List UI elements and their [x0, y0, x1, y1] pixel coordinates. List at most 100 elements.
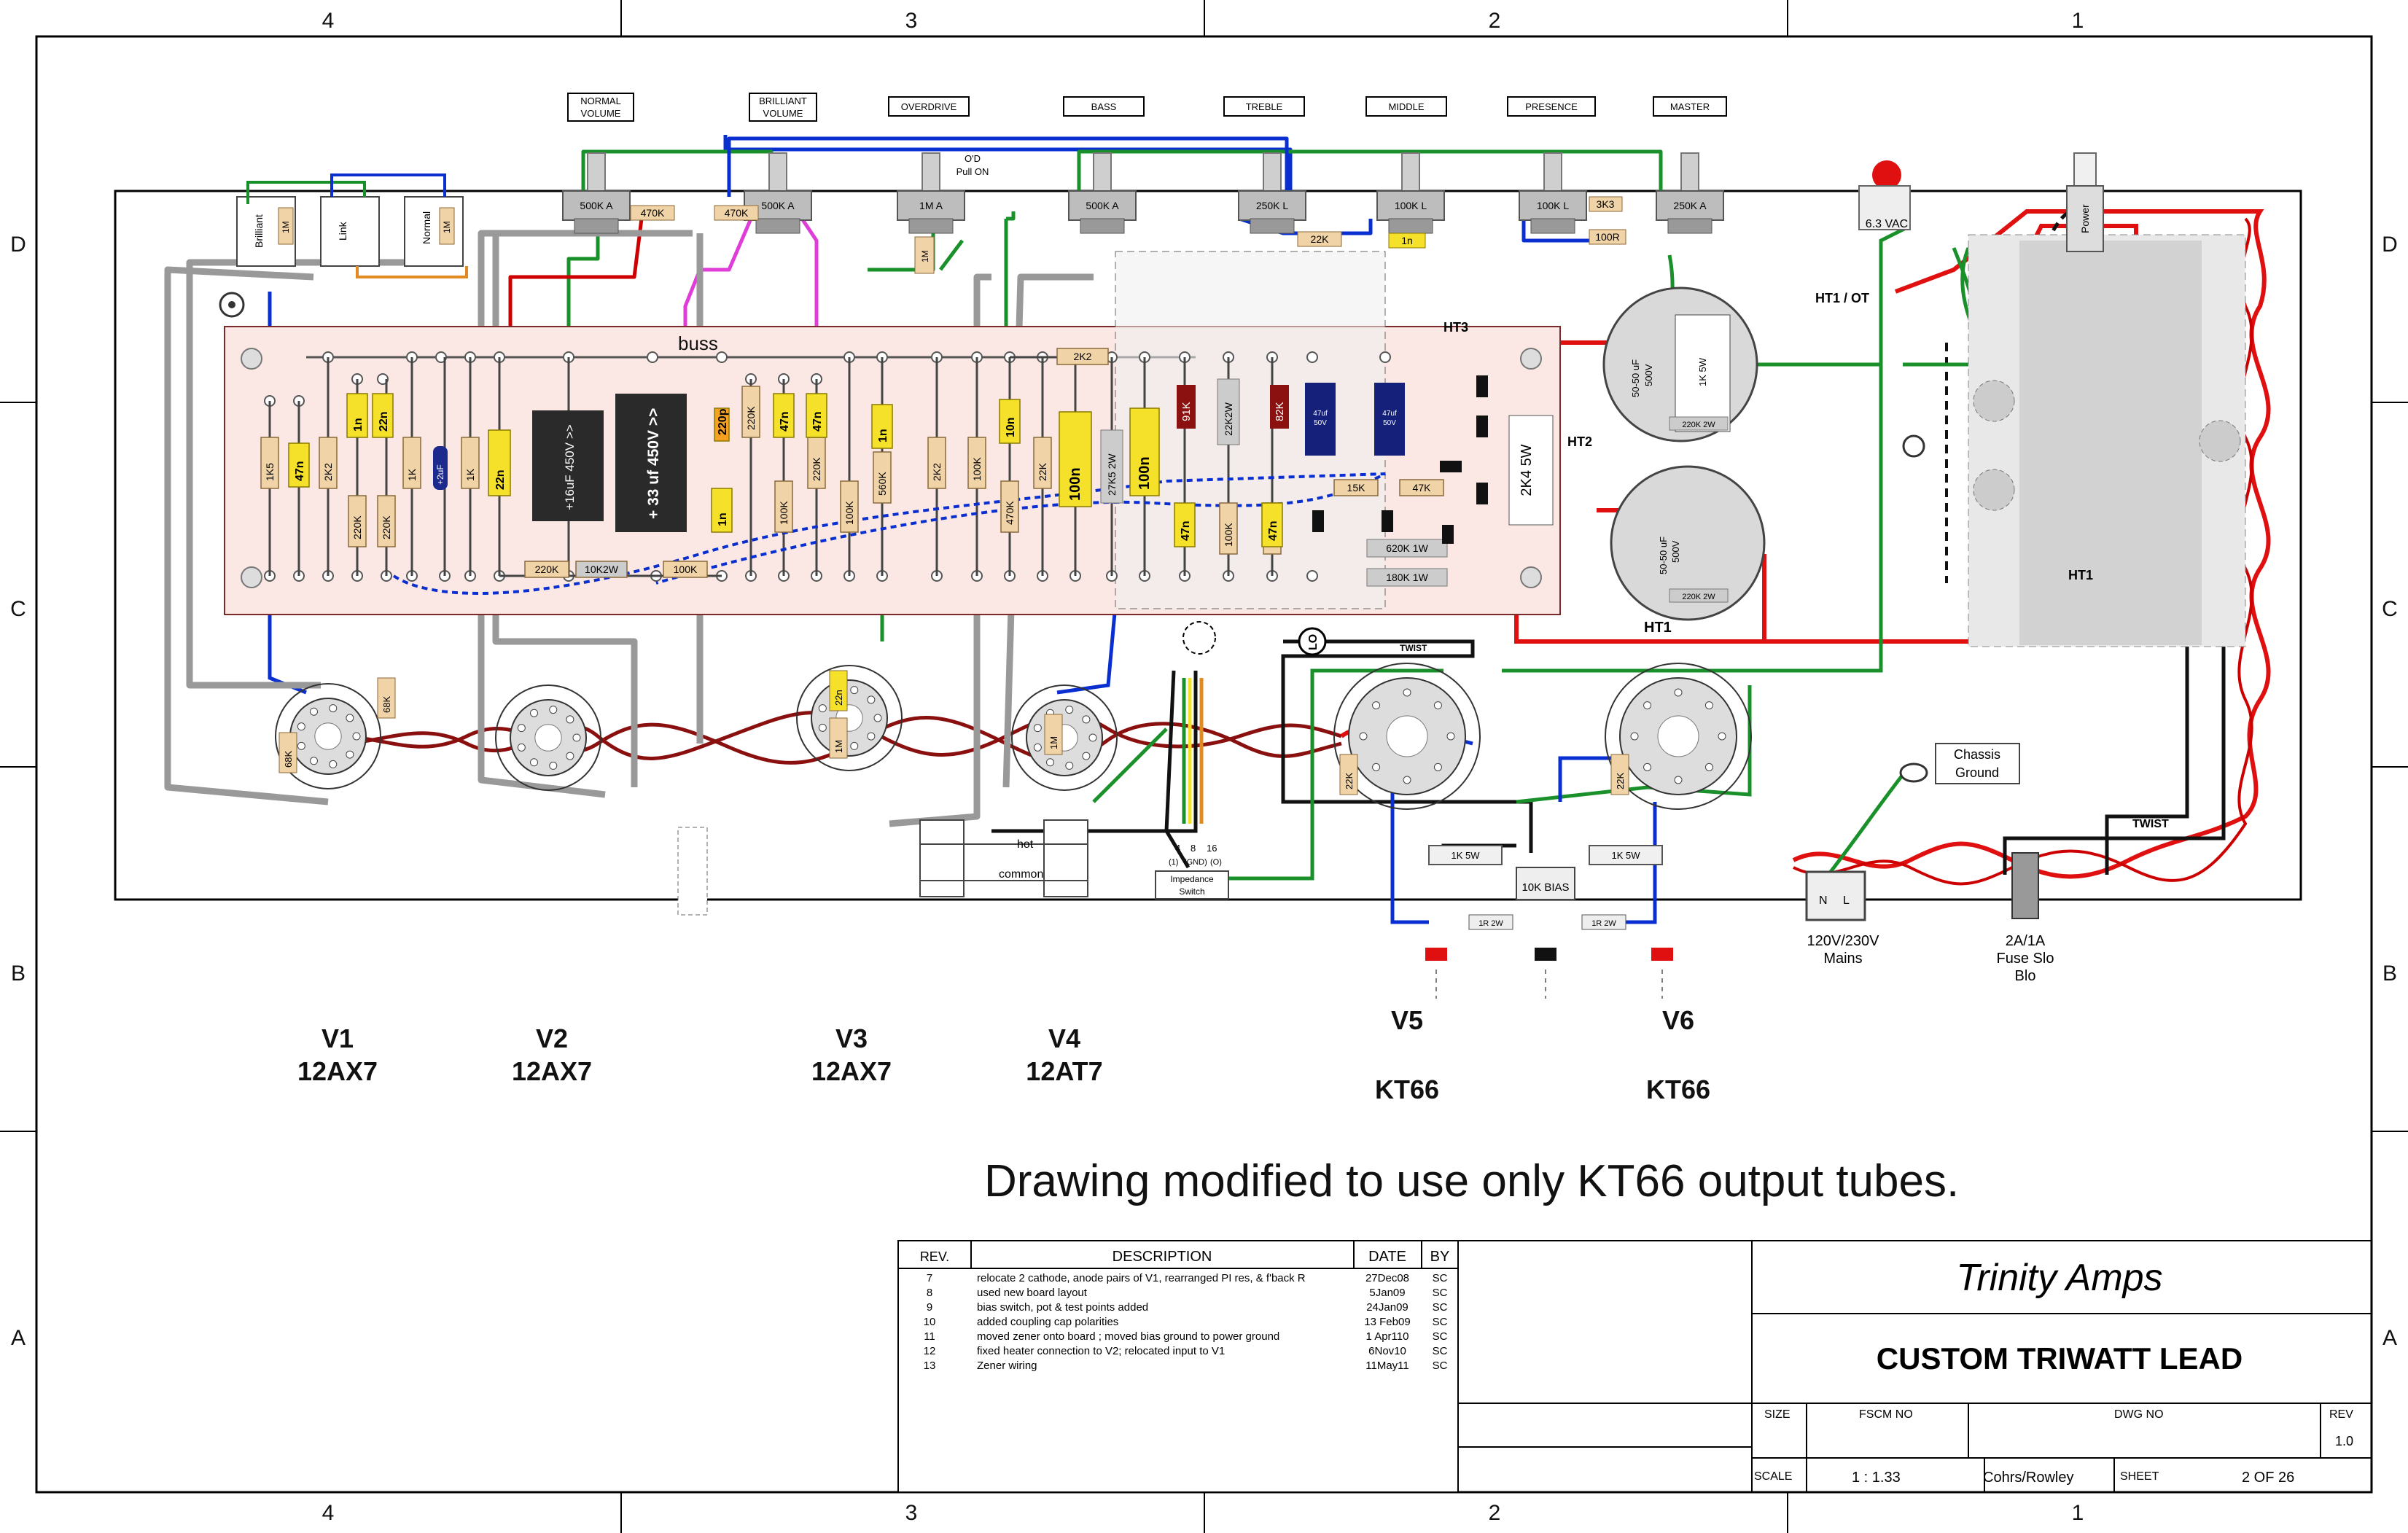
resistor-label-11: 100K: [971, 457, 983, 481]
revision-table: REV. DESCRIPTION DATE BY: [897, 1240, 1459, 1493]
cap-0: [288, 442, 310, 488]
can-cap-1-res: 1K 5W: [1697, 357, 1708, 386]
elcap-47uf-1: [1305, 383, 1336, 456]
h-resistor-label-3: 2K2: [1074, 351, 1092, 362]
control-label-box-normal-volume: [567, 93, 634, 122]
mains-twist-cable: [1792, 209, 2271, 879]
od-note-line2: Pull ON: [956, 166, 989, 177]
control-label-box-presence: [1507, 96, 1596, 117]
pot-res-3k3: 3K3: [1597, 198, 1615, 210]
can-cap-2-bleeder: 220K 2W: [1682, 593, 1715, 601]
tube-v1-type: 12AX7: [297, 1056, 378, 1086]
pot-value-5: 100K L: [1395, 200, 1427, 211]
scale-value: 1 : 1.33: [1852, 1470, 1901, 1486]
resistor-180k: [1366, 568, 1448, 587]
pot-res-1m-od: 1M: [920, 250, 930, 262]
pot-3: 500K A: [1068, 152, 1137, 234]
ht3-label: HT3: [1443, 320, 1468, 335]
ohm-sub-o: (O): [1210, 858, 1222, 867]
output-hot-label: hot: [1017, 838, 1034, 851]
jack-label-link: Link: [337, 221, 348, 241]
h-resistor-label-0: 220K: [535, 563, 559, 575]
tube-part-label-6: 22K: [1615, 773, 1626, 789]
rev-row-by-3: SC: [1433, 1316, 1448, 1328]
resistor-27k5-label: 27K5 2W: [1106, 453, 1118, 496]
rev-label: REV: [2329, 1408, 2353, 1421]
cap-label-1: 1n: [352, 418, 365, 432]
control-label-box-treble: [1223, 96, 1305, 117]
zone-col-top-2: 2: [1489, 9, 1501, 33]
zone-col-bottom-2: 2: [1489, 1501, 1501, 1525]
zone-col-bottom-1: 1: [2072, 1501, 2084, 1525]
h-resistor-5: [1399, 479, 1444, 496]
filter-cap-16uf-label: +16uF 450V >>: [563, 424, 577, 510]
feedback-dashed-wire: [392, 472, 1386, 595]
tube-v4-name: V4: [1048, 1023, 1080, 1053]
cap-12: [1261, 502, 1283, 547]
logo-trinity-amps: Trinity Amps: [1956, 1257, 2162, 1299]
can-cap-2: [1610, 465, 1766, 621]
resistor-label-13: 22K: [1037, 462, 1048, 481]
rev-row-num-6: 13: [924, 1360, 936, 1372]
dwg-label: DWG NO: [2114, 1408, 2164, 1421]
tube-v5-name: V5: [1391, 1005, 1423, 1035]
ohm-sub-1: (1): [1169, 858, 1178, 867]
ht1-label: HT1: [1644, 620, 1672, 636]
sheet-value: 2 OF 26: [2242, 1470, 2294, 1486]
cap-label-9: 100n: [1067, 467, 1083, 501]
control-label-normal-volume: NORMAL: [580, 95, 621, 106]
resistor-620k: [1366, 539, 1448, 558]
mains-label: 120V/230V: [1807, 933, 1880, 949]
pot-res-22k: 22K: [1311, 233, 1330, 245]
rev-row-date-2: 24Jan09: [1366, 1301, 1408, 1314]
rev-row-by-4: SC: [1433, 1330, 1448, 1343]
size-label: SIZE: [1764, 1408, 1791, 1421]
rev-row-desc-5: fixed heater connection to V2; relocated…: [977, 1345, 1225, 1357]
pot-value-1: 500K A: [761, 200, 795, 211]
pot-1: 500K A: [744, 152, 812, 234]
control-label-treble: TREBLE: [1246, 101, 1283, 112]
cap-label-5: 47n: [779, 411, 791, 432]
tube-v4-type: 12AT7: [1026, 1056, 1102, 1086]
filter-cap-33uf: [615, 394, 687, 532]
elcap-1-label: 47uf: [1313, 410, 1328, 418]
rev-row-by-6: SC: [1433, 1360, 1448, 1372]
can-cap-1-label: 50-50 uF: [1630, 359, 1641, 397]
cap-2: [372, 393, 394, 438]
fscm-label: FSCM NO: [1859, 1408, 1913, 1421]
tantalum-label: +2uF: [435, 464, 445, 485]
pot-cap-1n: 1n: [1401, 235, 1413, 246]
zone-col-top-1: 1: [2072, 9, 2084, 33]
resistor-label-2: 220K: [351, 515, 363, 539]
rev-row-desc-1: used new board layout: [977, 1287, 1088, 1299]
resistor-2k4-label: 2K4 5W: [1519, 444, 1535, 496]
can-cap-1-bleeder: 220K 2W: [1682, 421, 1715, 429]
control-label-brilliant-volume: BRILLIANT: [759, 95, 807, 106]
can-cap-2-label: 50-50 uF: [1658, 537, 1669, 574]
h-resistor-label-1: 10K2W: [585, 563, 619, 575]
ht1-label-right: HT1: [2068, 568, 2093, 582]
tube-v3-type: 12AX7: [811, 1056, 892, 1086]
ohm-4: 4: [1175, 843, 1180, 854]
impedance-switch-label-2: Switch: [1179, 886, 1204, 897]
pilot-label: 6.3 VAC: [1866, 218, 1908, 230]
mains-pin-l: L: [1843, 894, 1850, 907]
rev-row-num-4: 11: [924, 1330, 935, 1343]
rev-row-num-1: 8: [927, 1287, 932, 1299]
tube-socket-0: [275, 683, 381, 789]
tube-v3-name: V3: [835, 1023, 868, 1053]
output-section: hot common Impedance Switch 4 8 16 (1) (…: [677, 621, 1229, 916]
cap-13: [714, 407, 730, 442]
control-label-box-master: [1653, 96, 1727, 117]
pot-value-7: 250K A: [1673, 200, 1707, 211]
pot-value-4: 250K L: [1256, 200, 1289, 211]
filter-caps: +16uF 450V >> + 33 uf 450V >>: [532, 394, 687, 532]
rev-row-by-1: SC: [1433, 1287, 1448, 1299]
cap-label-4: 1n: [717, 512, 729, 526]
resistor-2: [348, 495, 367, 547]
resistor-label-5: 1K: [464, 468, 476, 481]
cap-11: [1174, 502, 1196, 547]
